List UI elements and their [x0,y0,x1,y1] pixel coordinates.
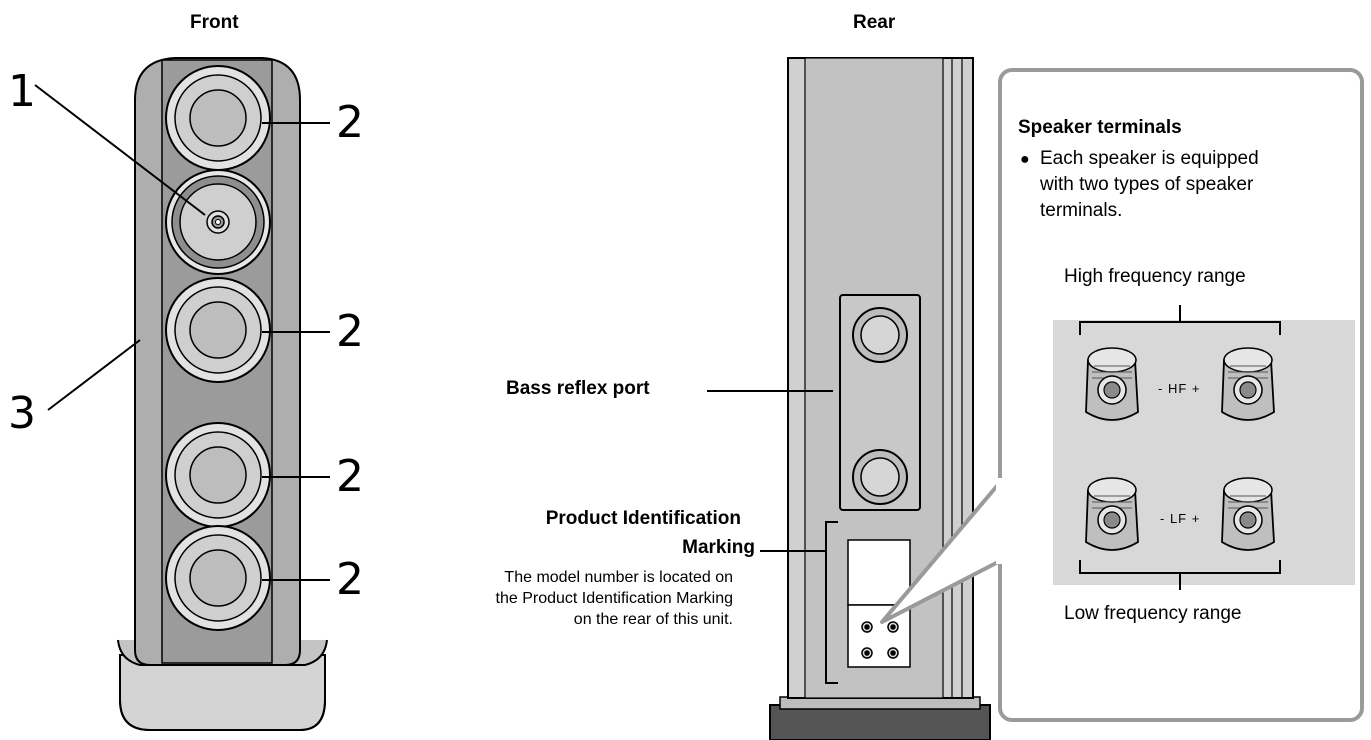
lf-minus-terminal [1085,477,1139,551]
lf-polarity-mark: - LF + [1160,511,1201,526]
front-tweeter [165,169,271,275]
product-id-desc-1: The model number is located on [504,569,733,586]
callout-1: 1 [8,66,36,117]
product-id-title-1: Product Identification [545,508,741,529]
bass-reflex-port-bottom [852,449,908,505]
product-id-desc-2: the Product Identification Marking [495,590,733,607]
product-id-desc-3: on the rear of this unit. [573,611,733,628]
bass-reflex-label: Bass reflex port [506,378,650,399]
front-driver-1 [165,65,271,171]
rear-terminal-plate [847,604,911,668]
lf-plus-terminal [1221,477,1275,551]
terminals-desc-1: Each speaker is equipped [1040,148,1259,169]
bass-reflex-port-top [852,307,908,363]
hf-plus-terminal [1221,347,1275,421]
callout-3: 3 [8,388,36,439]
front-driver-2 [165,277,271,383]
low-frequency-label: Low frequency range [1064,603,1242,624]
terminals-desc-2: with two types of speaker [1040,174,1254,195]
bullet-icon: ● [1020,151,1030,168]
product-id-title-2: Marking [682,537,755,558]
front-driver-4 [165,525,271,631]
callout-2d: 2 [336,554,364,605]
hf-polarity-mark: - HF + [1158,381,1201,396]
front-title: Front [190,12,239,33]
front-speaker [34,57,330,731]
terminals-desc-3: terminals. [1040,200,1123,221]
leader-1 [34,84,206,216]
product-id-plate [847,539,911,606]
front-driver-3 [165,422,271,528]
callout-2a: 2 [336,97,364,148]
hf-minus-terminal [1085,347,1139,421]
rear-title: Rear [853,12,896,33]
rear-speaker [707,57,991,740]
terminals-heading: Speaker terminals [1018,117,1182,138]
callout-2b: 2 [336,306,364,357]
terminal-callout [880,68,1364,722]
high-frequency-label: High frequency range [1064,266,1246,287]
leader-3 [47,339,141,411]
callout-2c: 2 [336,451,364,502]
